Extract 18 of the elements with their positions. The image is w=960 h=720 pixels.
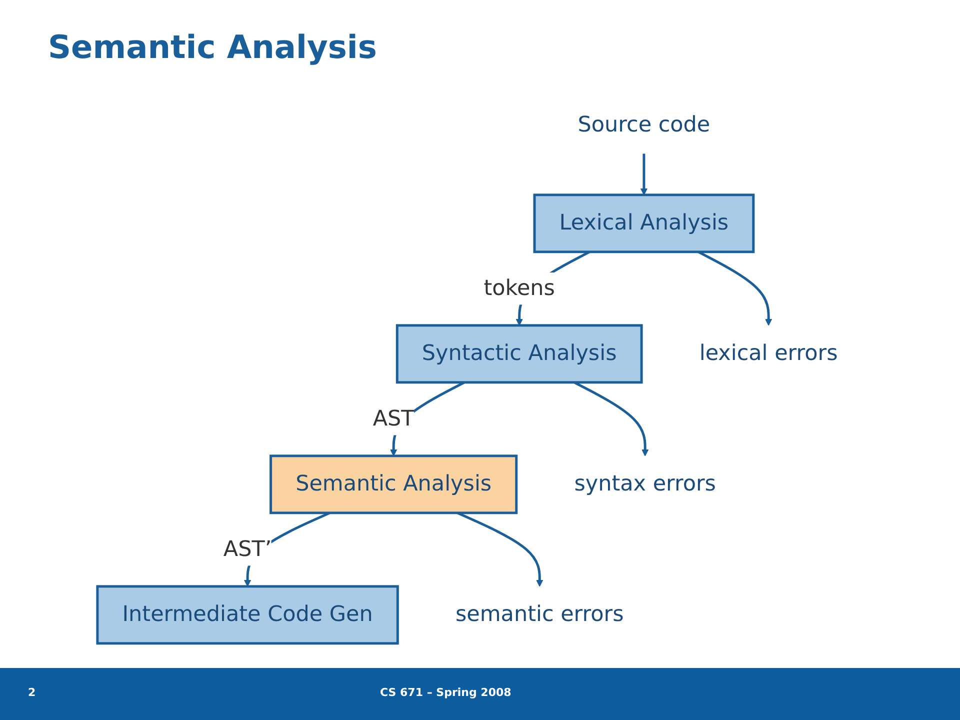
node-text: syntax errors	[574, 472, 716, 496]
node-text: Source code	[578, 112, 710, 138]
edge-label: tokens	[484, 276, 555, 301]
node-box: Syntactic Analysis	[396, 324, 643, 384]
arrow	[698, 250, 772, 326]
node-text: lexical errors	[699, 341, 838, 366]
arrow	[456, 512, 544, 587]
edge-label: AST	[372, 406, 414, 432]
arrow	[574, 381, 649, 456]
node-text: semantic errors	[455, 602, 624, 627]
edge-label: AST’	[223, 536, 272, 562]
arrow	[640, 154, 648, 196]
node-box: Lexical Analysis	[533, 194, 755, 254]
slide-title: Semantic Analysis	[48, 28, 377, 66]
footer-text: CS 671 – Spring 2008	[380, 686, 512, 699]
node-box: Intermediate Code Gen	[96, 585, 399, 645]
page-number: 2	[28, 686, 36, 699]
node-box: Semantic Analysis	[270, 454, 518, 514]
